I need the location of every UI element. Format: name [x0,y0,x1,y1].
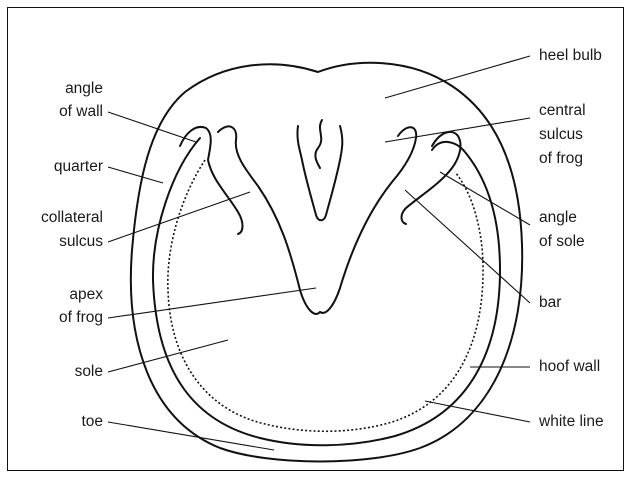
label-toe: toe [81,413,103,430]
leader-sole [108,340,228,372]
label-collateral-sulcus-line2: sulcus [59,233,103,250]
label-apex-of-frog-line2: of frog [59,309,103,326]
label-hoof-wall: hoof wall [539,358,600,375]
leader-white-line [425,401,530,422]
label-central-sulcus-line3: of frog [539,150,583,167]
label-sole: sole [75,363,103,380]
leader-heel-bulb [385,56,530,98]
leader-collateral-sulcus [108,192,250,242]
label-angle-of-sole-line1: angle [539,209,577,226]
central-sulcus [315,120,322,168]
hoof-wall-inner [153,138,500,445]
label-quarter: quarter [54,158,103,175]
left-heel-curl-outer [180,127,243,234]
leader-apex-of-frog [108,288,316,318]
label-white-line: white line [538,413,604,430]
label-apex-of-frog-line1: apex [69,286,103,303]
label-bar: bar [539,294,561,311]
frog-outline [297,126,342,220]
label-heel-bulb: heel bulb [539,47,602,64]
leader-quarter [108,167,163,183]
label-angle-of-wall-line2: of wall [59,103,103,120]
right-heel-curl-outer [402,132,461,224]
left-heel-curl-inner [218,126,320,314]
hoof-wall-outer [131,63,522,462]
label-angle-of-wall-line1: angle [65,80,103,97]
leader-angle-of-sole [440,172,530,225]
label-collateral-sulcus-line1: collateral [41,209,103,226]
label-angle-of-sole-line2: of sole [539,233,585,250]
label-central-sulcus-line1: central [539,102,586,119]
label-central-sulcus-line2: sulcus [539,126,583,143]
leader-toe [108,422,274,450]
leader-central-sulcus [385,118,530,142]
leader-angle-of-wall [108,112,196,142]
leader-bar [405,190,530,303]
white-line [168,160,483,431]
